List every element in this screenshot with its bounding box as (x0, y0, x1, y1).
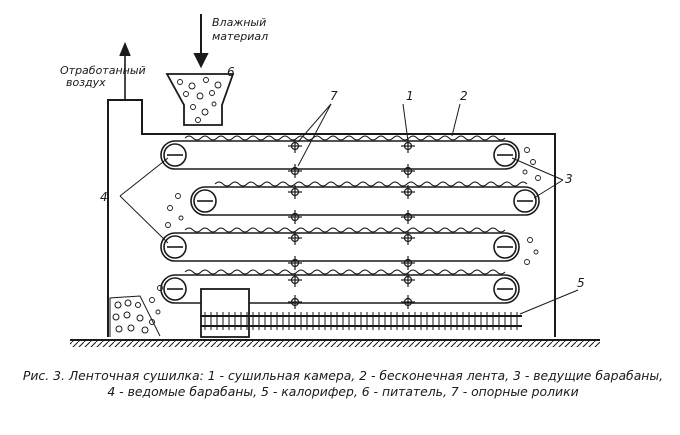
exhaust-label-line1: Отработанный (60, 64, 146, 77)
label-2: 2 (460, 89, 468, 103)
falling-material (149, 147, 541, 315)
exhaust-duct (119, 41, 131, 100)
material-layer (184, 135, 528, 275)
caption-line-2: 4 - ведомые барабаны, 5 - калорифер, 6 -… (107, 384, 579, 399)
figure-caption: Рис. 3. Ленточная сушилка: 1 - сушильная… (18, 368, 668, 400)
leader-lines (119, 103, 579, 315)
label-7: 7 (330, 89, 338, 103)
drying-chamber (107, 99, 556, 337)
input-label-line1: Влажный (212, 16, 266, 29)
caption-line-1: Рис. 3. Ленточная сушилка: 1 - сушильная… (22, 368, 664, 383)
feeder-hopper (165, 73, 235, 126)
label-4: 4 (100, 190, 108, 204)
label-5: 5 (577, 276, 585, 290)
dried-product-pile (109, 295, 161, 337)
label-1: 1 (406, 89, 414, 103)
exhaust-label-line2: воздух (66, 76, 106, 89)
ground (70, 339, 600, 347)
conveyor-belts (160, 140, 540, 304)
outlet-door (200, 288, 250, 338)
driving-drums (493, 143, 537, 301)
feed-arrow (193, 14, 209, 69)
heater-calorifer (200, 312, 522, 330)
support-rollers (288, 139, 415, 309)
label-3: 3 (565, 172, 573, 186)
label-6: 6 (227, 65, 235, 79)
input-label-line2: материал (212, 30, 268, 43)
driven-drums (163, 143, 517, 301)
